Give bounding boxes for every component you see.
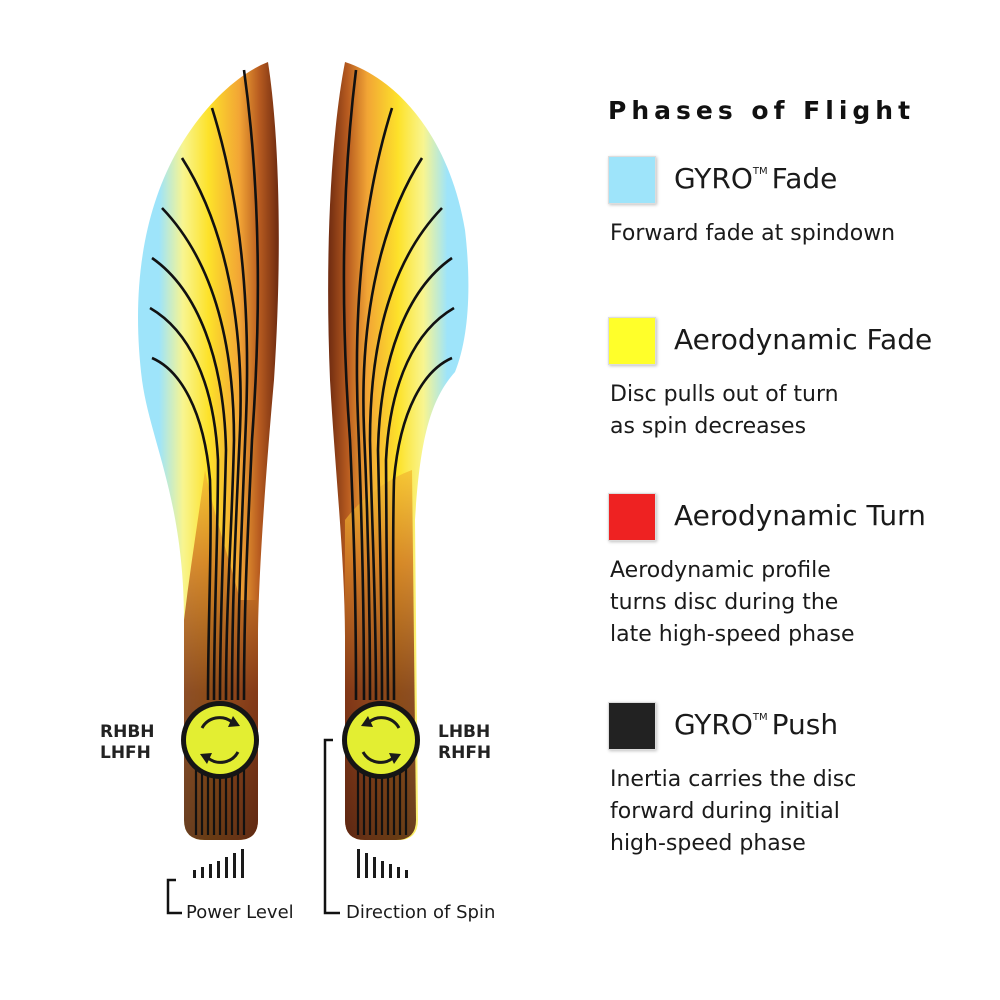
right-power-level-bars-icon: [357, 849, 408, 878]
gyro-push-description: Inertia carries the disc forward during …: [610, 767, 857, 856]
right-flight-plume: [328, 62, 469, 840]
aerodynamic-turn-description: Aerodynamic profile turns disc during th…: [610, 558, 855, 647]
right-throw-label-1: LHBH: [438, 722, 491, 742]
left-power-level-bars-icon: [193, 849, 244, 878]
left-flight-plume: [138, 62, 279, 840]
gyro-push-swatch: [608, 702, 656, 750]
aerodynamic-fade-swatch: [608, 317, 656, 365]
direction-of-spin-caption: Direction of Spin: [346, 902, 496, 923]
power-level-bracket: [166, 878, 182, 915]
right-throw-label-2: RHFH: [438, 743, 492, 763]
left-throw-label-1: RHBH: [100, 722, 155, 742]
right-throw-labels: LHBH RHFH: [438, 722, 491, 764]
aerodynamic-turn-swatch: [608, 493, 656, 541]
rotation-arrows-icon: [200, 716, 240, 764]
right-spin-indicator: [342, 701, 420, 779]
aerodynamic-fade-description: Disc pulls out of turn as spin decreases: [610, 382, 839, 439]
rotation-arrows-icon: [361, 716, 401, 764]
left-throw-labels: RHBH LHFH: [100, 722, 155, 764]
caption-brackets: [166, 738, 340, 915]
aerodynamic-fade-label: Aerodynamic Fade: [674, 323, 933, 356]
spin-direction-bracket: [323, 738, 340, 915]
gyro-fade-description: Forward fade at spindown: [610, 221, 896, 246]
aerodynamic-turn-label: Aerodynamic Turn: [674, 499, 926, 532]
right-flight-lines: [342, 69, 455, 701]
left-spin-indicator: [181, 701, 259, 779]
legend-title: Phases of Flight: [608, 96, 916, 125]
gyro-fade-swatch: [608, 156, 656, 204]
left-flight-lines: [149, 69, 260, 701]
power-level-caption: Power Level: [186, 902, 294, 923]
left-throw-label-2: LHFH: [100, 743, 151, 763]
